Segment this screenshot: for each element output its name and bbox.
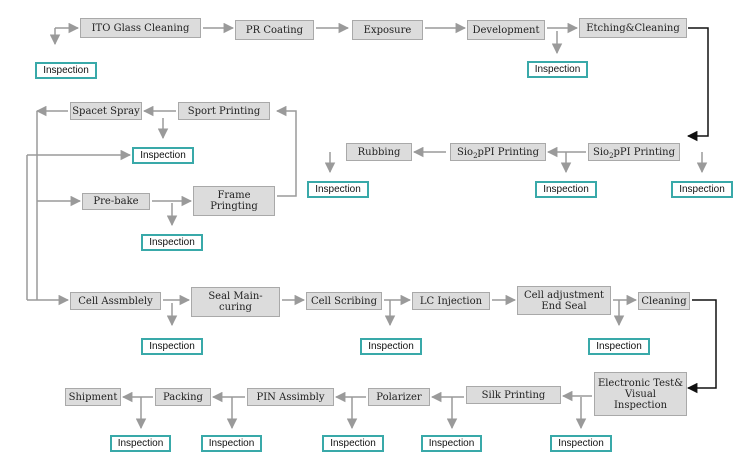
black-arrow-etching-to-sio (686, 27, 709, 142)
step-label: Sio2pPI Printing (456, 146, 539, 160)
inspection-packing: Inspection (110, 435, 171, 452)
step-electronic-test-visual-inspection: Electronic Test& Visual Inspection (594, 372, 687, 416)
black-arrow-cleaning-to-electronic (686, 299, 717, 394)
step-label: ITO Glass Cleaning (91, 22, 190, 34)
label-suffix: pPI Printing (477, 146, 539, 158)
step-label: PIN Assimbly (256, 391, 325, 403)
step-sio2-pi-printing-left: Sio2pPI Printing (450, 143, 546, 161)
step-shipment: Shipment (65, 388, 121, 406)
inspection-label: Inspection (558, 438, 604, 449)
step-pin-assembly: PIN Assimbly (247, 388, 334, 406)
step-label: Cell Assmblely (78, 295, 153, 307)
step-label: Pre-bake (93, 196, 139, 207)
step-cell-assembly: Cell Assmblely (70, 292, 161, 310)
inspection-prebake: Inspection (141, 234, 203, 251)
inspection-label: Inspection (208, 438, 255, 449)
inspection-polarizer: Inspection (322, 435, 384, 452)
step-sio2-pi-printing-right: Sio2pPI Printing (588, 143, 680, 161)
step-label: Development (472, 24, 540, 36)
inspection-label: Inspection (368, 341, 414, 352)
step-label: Sio2pPI Printing (592, 146, 675, 160)
label-suffix: pPI Printing (613, 146, 675, 158)
inspection-rubbing: Inspection (307, 181, 369, 198)
step-seal-main-curing: Seal Main- curing (191, 287, 280, 317)
step-cell-scribing: Cell Scribing (306, 292, 382, 310)
step-polarizer: Polarizer (368, 388, 430, 406)
step-label: Packing (163, 391, 203, 403)
step-label: Cell adjustment End Seal (523, 289, 605, 312)
step-label: Silk Printing (481, 389, 546, 401)
inspection-sio2-right: Inspection (671, 181, 733, 198)
step-silk-printing: Silk Printing (466, 386, 561, 404)
step-label: Polarizer (376, 391, 422, 403)
inspection-silk-printing: Inspection (421, 435, 482, 452)
step-label: Electronic Test& Visual Inspection (597, 377, 684, 411)
inspection-sio2-left: Inspection (535, 181, 597, 198)
inspection-development: Inspection (527, 61, 588, 78)
step-label: Shipment (68, 391, 118, 403)
label-prefix: Sio (456, 146, 474, 158)
label-subscript: 2 (473, 151, 478, 160)
inspection-cell-assembly: Inspection (141, 338, 203, 355)
label-prefix: Sio (592, 146, 610, 158)
step-spacet-spray: Spacet Spray (70, 102, 142, 120)
step-rubbing: Rubbing (346, 143, 412, 161)
inspection-start: Inspection (35, 62, 97, 79)
inspection-label: Inspection (534, 64, 581, 75)
inspection-label: Inspection (543, 184, 589, 195)
inspection-label: Inspection (330, 438, 376, 449)
step-pre-bake: Pre-bake (82, 193, 150, 210)
step-sport-printing: Sport Printing (178, 102, 270, 120)
step-label: Cleaning (641, 295, 687, 307)
inspection-cell-scribing: Inspection (360, 338, 422, 355)
inspection-label: Inspection (315, 184, 361, 195)
arrow-frame-up-to-sport (275, 105, 297, 197)
step-label: PR Coating (245, 24, 304, 36)
inspection-label: Inspection (596, 341, 642, 352)
step-etching-cleaning: Etching&Cleaning (579, 18, 687, 38)
inspection-label: Inspection (43, 65, 89, 76)
step-label: Exposure (363, 24, 412, 36)
inspection-cell-adjustment: Inspection (588, 338, 650, 355)
step-packing: Packing (155, 388, 211, 406)
step-label: Frame Pringting (210, 190, 258, 212)
step-cell-adjustment-end-seal: Cell adjustment End Seal (517, 286, 611, 315)
step-label: Seal Main- curing (208, 291, 263, 313)
step-label: Etching&Cleaning (586, 22, 680, 34)
inspection-pin-assembly: Inspection (201, 435, 262, 452)
inspection-spacet: Inspection (132, 147, 194, 164)
step-ito-glass-cleaning: ITO Glass Cleaning (80, 18, 201, 38)
step-pr-coating: PR Coating (235, 20, 314, 40)
inspection-label: Inspection (428, 438, 475, 449)
inspection-label: Inspection (149, 237, 195, 248)
inspection-label: Inspection (140, 150, 186, 161)
step-label: Cell Scribing (310, 295, 377, 307)
step-label: Sport Printing (187, 105, 261, 117)
label-subscript: 2 (609, 151, 614, 160)
inspection-label: Inspection (679, 184, 725, 195)
step-frame-printing: Frame Pringting (193, 186, 275, 216)
step-development: Development (467, 20, 545, 40)
step-label: Rubbing (357, 146, 401, 158)
step-cleaning: Cleaning (638, 292, 690, 310)
step-label: Spacet Spray (72, 105, 140, 117)
step-exposure: Exposure (352, 20, 423, 40)
step-lc-injection: LC Injection (412, 292, 490, 310)
inspection-label: Inspection (117, 438, 164, 449)
step-label: LC Injection (419, 295, 483, 307)
inspection-electronic-test: Inspection (550, 435, 612, 452)
inspection-label: Inspection (149, 341, 195, 352)
